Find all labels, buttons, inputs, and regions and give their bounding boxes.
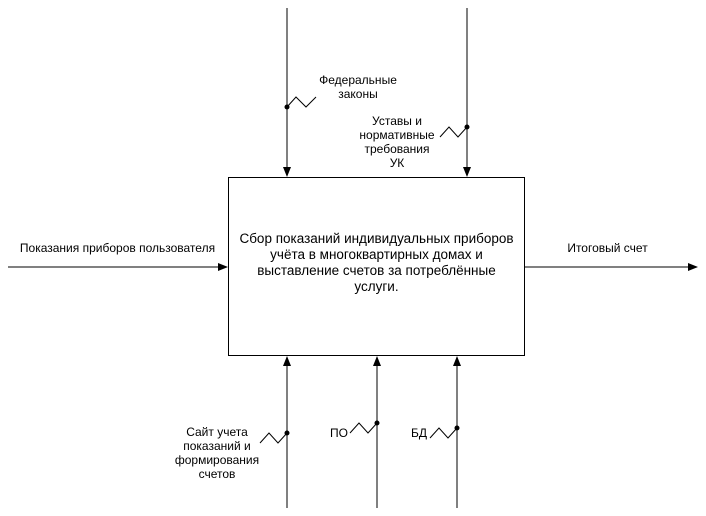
mechanism-leader-1-dot <box>284 430 290 436</box>
mechanism-label-1: Сайт учета показаний и формирования счет… <box>174 425 260 481</box>
control-leader-2 <box>439 126 468 138</box>
control-label-2: Уставы и нормативные требования УК <box>359 114 435 170</box>
function-box-text: Сбор показаний индивидуальных приборов у… <box>239 230 514 294</box>
mechanism-leader-2 <box>349 422 378 434</box>
mechanism-leader-3-dot <box>454 425 460 431</box>
mechanism-label-3: БД <box>410 426 427 440</box>
output-label: Итоговый счет <box>567 241 648 255</box>
mechanism-label-2: ПО <box>330 426 348 440</box>
function-box: Сбор показаний индивидуальных приборов у… <box>228 177 525 356</box>
control-label-1: Федеральные законы <box>319 73 397 101</box>
control-leader-2-dot <box>464 124 470 130</box>
control-leader-1 <box>286 96 317 108</box>
input-label: Показания приборов пользователя <box>19 241 216 255</box>
mechanism-leader-2-dot <box>374 420 380 426</box>
control-leader-1-dot <box>284 104 290 110</box>
mechanism-leader-1 <box>259 432 288 444</box>
mechanism-leader-3 <box>429 427 458 439</box>
